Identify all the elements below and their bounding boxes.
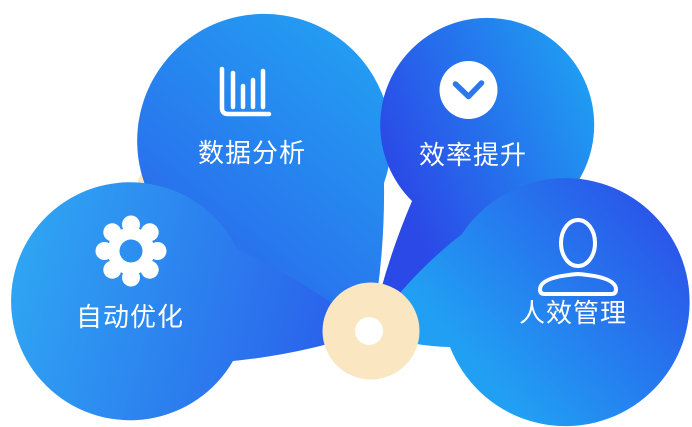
petal-hr-efficiency [371, 178, 690, 427]
bar-chart-icon [219, 66, 272, 117]
label-data-analysis: 数据分析 [197, 138, 307, 168]
center-hub-hole [355, 317, 383, 345]
person-icon [538, 218, 618, 296]
petal-data-analysis [137, 13, 392, 331]
check-circle-icon [439, 61, 498, 119]
label-efficiency: 效率提升 [418, 140, 528, 170]
center-hub [322, 282, 420, 380]
petal-efficiency [371, 17, 595, 331]
gear-icon [90, 210, 174, 294]
label-hr-efficiency: 人效管理 [518, 298, 628, 328]
label-auto-optimization: 自动优化 [75, 302, 185, 332]
